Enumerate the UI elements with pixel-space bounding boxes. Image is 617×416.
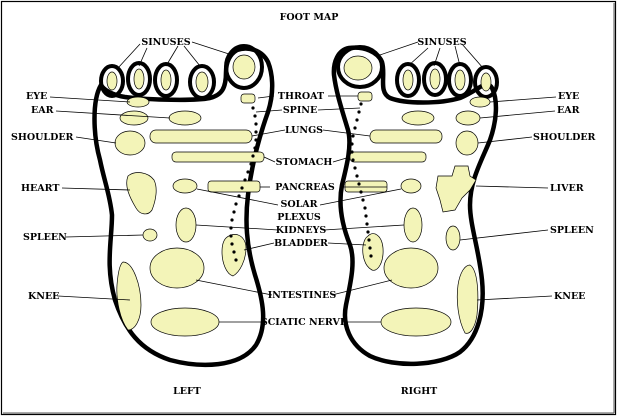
right-big-toe-zone	[343, 55, 373, 81]
label-ear-right: EAR	[557, 105, 580, 116]
label-sinuses-left: SINUSES	[141, 37, 190, 48]
left-spine-dots	[229, 106, 258, 262]
left-big-toe-zone	[232, 54, 256, 80]
left-toe-3-zone	[133, 68, 145, 90]
right-lungs-zone	[369, 129, 443, 144]
left-toe-4	[153, 62, 179, 98]
title: FOOT MAP	[280, 12, 339, 23]
left-heart-zone	[126, 172, 157, 215]
right-toe-5	[473, 65, 499, 99]
left-big-toe	[224, 44, 264, 90]
right-kidneys-zone	[403, 207, 423, 243]
left-ear-zone	[119, 110, 149, 126]
label-plexus: PLEXUS	[277, 212, 321, 223]
right-intestines-zone	[383, 247, 439, 289]
right-solar-plexus-zone	[400, 178, 422, 194]
left-foot-outline	[92, 46, 275, 368]
left-foot	[92, 44, 275, 368]
label-eye-right: EYE	[558, 91, 579, 102]
right-pancreas-zone	[344, 180, 388, 193]
right-sciatic-zone	[380, 307, 452, 337]
left-knee-zone	[116, 261, 142, 331]
right-spine-dots	[350, 102, 373, 258]
right-big-toe	[336, 45, 384, 89]
label-knee-left: KNEE	[28, 291, 59, 302]
right-eye-zone	[469, 96, 491, 108]
left-solar-plexus-zone	[172, 178, 198, 194]
label-spleen-left: SPLEEN	[23, 232, 67, 243]
right-toe-4	[447, 62, 473, 98]
left-sciatic-zone	[150, 307, 220, 337]
right-liver-zone	[435, 165, 477, 213]
label-sciatic-nerve: SCIATIC NERVE	[261, 317, 347, 328]
label-lungs: LUNGS	[285, 125, 323, 136]
left-toe-5	[188, 64, 216, 100]
label-liver-right: LIVER	[550, 183, 584, 194]
left-spleen-zone	[142, 228, 158, 242]
right-knee-zone	[456, 264, 479, 334]
label-pancreas: PANCREAS	[275, 182, 335, 193]
left-stomach-zone	[171, 151, 265, 163]
left-ear-zone-2	[168, 110, 202, 126]
left-intestines-zone	[149, 247, 205, 289]
label-eye-left: EYE	[26, 91, 47, 102]
right-bladder-zone	[362, 233, 384, 271]
left-toe-3	[126, 61, 152, 97]
left-bladder-zone	[221, 234, 247, 277]
left-toe-4-zone	[160, 69, 172, 91]
left-toe-2-zone	[106, 71, 118, 91]
label-kidneys: KIDNEYS	[276, 225, 327, 236]
right-throat-zone	[357, 91, 373, 102]
left-kidneys-zone	[175, 207, 197, 243]
right-stomach-zone	[349, 151, 427, 163]
label-bladder: BLADDER	[274, 238, 328, 249]
right-shoulder-zone	[455, 130, 479, 156]
label-knee-right: KNEE	[554, 291, 585, 302]
right-foot	[331, 45, 499, 367]
left-toe-5-zone	[195, 71, 209, 93]
right-toe-4-zone	[454, 69, 466, 91]
label-throat: THROAT	[278, 91, 324, 102]
label-solar: SOLAR	[280, 199, 317, 210]
left-throat-zone	[240, 93, 256, 104]
right-toe-2-zone	[402, 69, 414, 91]
right-spleen-zone	[445, 225, 461, 251]
label-intestines: INTESTINES	[268, 290, 337, 301]
label-stomach: STOMACH	[276, 157, 333, 168]
label-spleen-right: SPLEEN	[550, 225, 594, 236]
right-ear-zone	[401, 110, 435, 126]
label-spine: SPINE	[283, 105, 317, 116]
label-shoulder-right: SHOULDER	[533, 132, 596, 143]
right-toe-2	[395, 62, 421, 98]
leader-lines	[49, 41, 557, 323]
label-ear-left: EAR	[31, 105, 54, 116]
right-foot-outline	[331, 45, 499, 367]
left-eye-zone	[126, 96, 150, 108]
label-right-foot: RIGHT	[401, 386, 438, 397]
left-shoulder-zone	[114, 130, 146, 156]
label-shoulder-left: SHOULDER	[11, 132, 74, 143]
label-left-foot: LEFT	[173, 386, 201, 397]
left-lungs-zone	[149, 129, 253, 144]
right-ear-zone-2	[455, 110, 481, 126]
right-toe-5-zone	[480, 72, 492, 92]
left-toe-2	[99, 64, 125, 98]
label-heart-left: HEART	[21, 183, 59, 194]
label-sinuses-right: SINUSES	[417, 37, 466, 48]
left-pancreas-zone	[207, 180, 261, 193]
right-toe-3-zone	[429, 68, 441, 90]
